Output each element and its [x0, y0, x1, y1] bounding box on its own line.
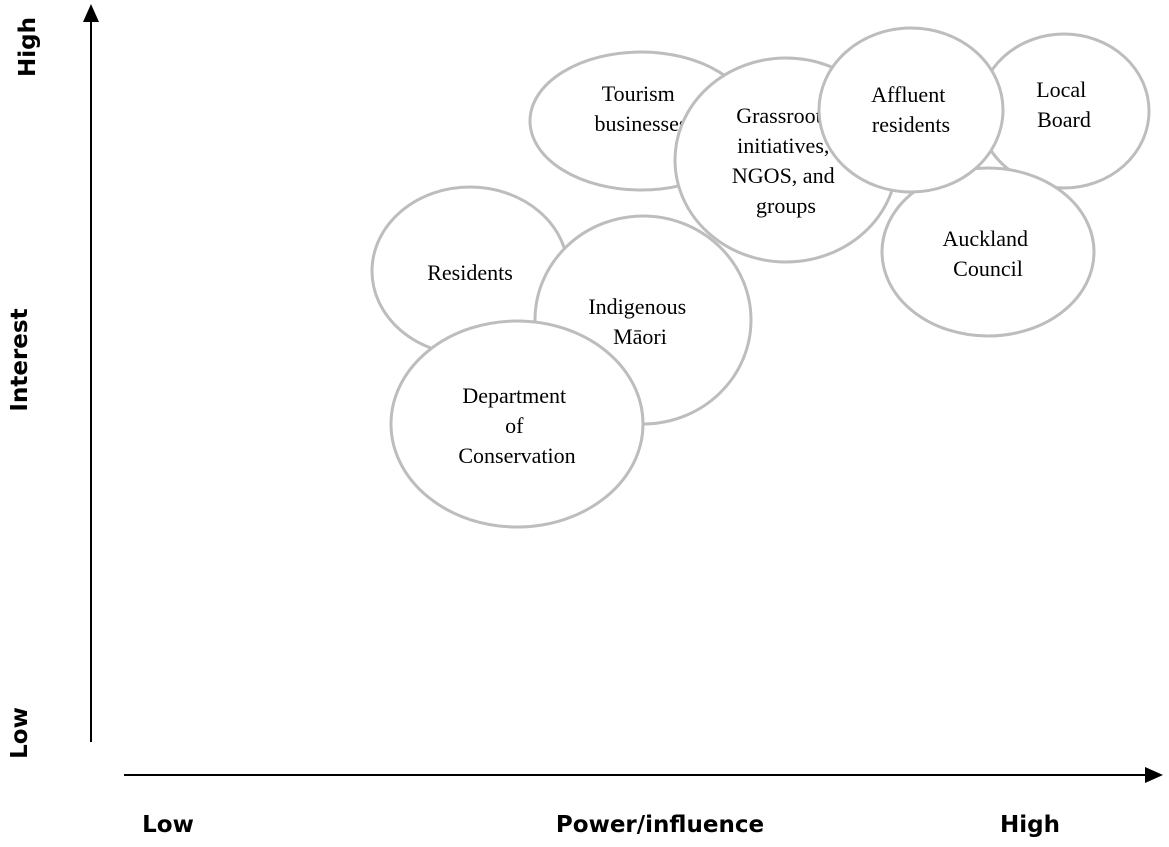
y-axis-low-label: Low [7, 707, 33, 759]
svg-text:Auckland Council: Auckland Council [942, 226, 1033, 281]
bubble-affluent-residents: Affluent residents [817, 26, 1005, 194]
y-axis-title: Interest [7, 308, 33, 411]
svg-text:Department of Cons: Department of Conservation [458, 383, 575, 468]
bubble-department-of-conservation: Department of Conservation [389, 319, 645, 529]
x-axis-arrowhead [1145, 767, 1163, 783]
bubble-auckland-council: Auckland Council [880, 166, 1096, 338]
bubble-label: residents [872, 112, 950, 137]
bubble-label: Council [953, 256, 1023, 281]
bubble-label: Tourism [602, 81, 675, 106]
y-axis-high-label: High [15, 17, 41, 77]
bubble-label: businesses [595, 111, 688, 136]
svg-text:Indigenous Māori: Indigenous Māori [588, 294, 691, 349]
bubble-label: Grassroots [736, 103, 830, 128]
svg-text:Residents: Residents [427, 260, 513, 285]
svg-text:Local Board: Local Board [1036, 77, 1092, 132]
svg-text:Affluent residents: Affluent residents [871, 82, 951, 137]
bubble-label: Auckland [942, 226, 1028, 251]
y-axis-arrowhead [83, 4, 99, 22]
bubble-label: Department [462, 383, 566, 408]
bubble-label: Māori [613, 324, 667, 349]
bubble-label: Conservation [458, 443, 575, 468]
bubble-label: Local [1036, 77, 1086, 102]
x-axis-low-label: Low [142, 812, 194, 838]
svg-text:Grassroots initiatives,: Grassroots initiatives, NGOS, and groups [732, 103, 840, 218]
bubble-label: Residents [427, 260, 513, 285]
x-axis-high-label: High [1000, 812, 1060, 838]
bubble-label: NGOS, and [732, 163, 835, 188]
x-axis-title: Power/influence [556, 812, 764, 838]
bubble-label: groups [756, 193, 816, 218]
bubble-label: Indigenous [588, 294, 686, 319]
svg-text:Tourism businesses: Tourism businesses [595, 81, 688, 136]
bubble-label: initiatives, [737, 133, 829, 158]
bubble-label: of [505, 413, 524, 438]
bubble-label: Affluent [871, 82, 945, 107]
bubble-label: Board [1037, 107, 1091, 132]
bubble-local-board: Local Board [977, 32, 1151, 190]
